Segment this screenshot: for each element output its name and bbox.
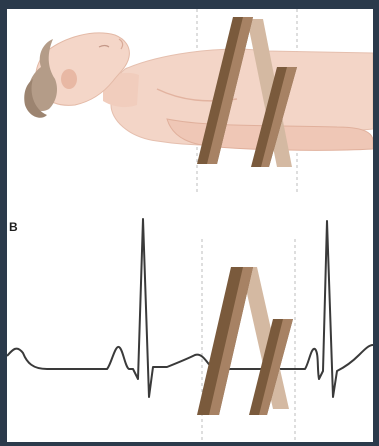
slice-ribbon-icon [197, 267, 293, 415]
ecg-panel [7, 9, 373, 442]
figure-canvas: B [7, 9, 373, 442]
ecg-waveform [7, 219, 373, 397]
